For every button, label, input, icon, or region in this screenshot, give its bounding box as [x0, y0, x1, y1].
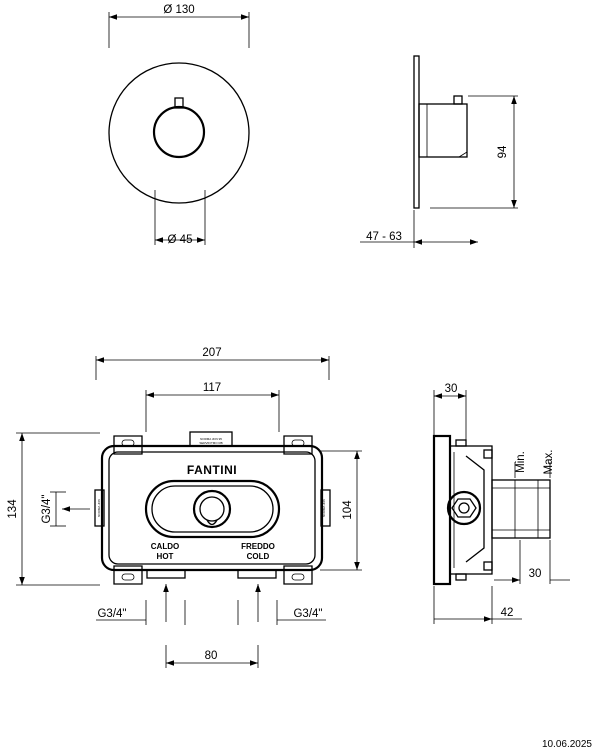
inner-height-label: 104 [342, 500, 354, 520]
faceplate-circle [108, 62, 250, 204]
left-tiny-text: NORMA JDN [97, 499, 101, 517]
cartridge-outer [192, 489, 232, 529]
date-stamp: 10.06.2025 [542, 739, 592, 750]
faceplate-profile [413, 55, 420, 209]
box-side-view: 30 Min. Max. 30 42 [432, 383, 570, 624]
left-port-label: G3/4" [41, 494, 53, 523]
oval-opening-inner [151, 485, 274, 533]
top-tiny-text-1: NORMA JDN 95 [200, 437, 222, 441]
top-tiny-text-2: SERVIFITMO RB [199, 441, 222, 445]
box-body-inner [108, 451, 316, 565]
knob-profile-pin [453, 95, 463, 105]
stem-extension [491, 479, 551, 539]
knob-circle [152, 105, 206, 159]
side-depth-label: 42 [501, 607, 514, 619]
total-width-label: 207 [202, 347, 221, 359]
inlet-right-label: G3/4" [293, 608, 322, 620]
min-label: Min. [515, 451, 527, 473]
extension-label: 30 [529, 568, 542, 580]
hot-inlet-stub [146, 569, 186, 579]
top-width-label: 30 [445, 383, 458, 395]
outer-diameter-label: Ø 130 [163, 4, 194, 16]
inlet-spacing-label: 80 [205, 650, 218, 662]
hot-label-it: CALDO [151, 542, 179, 551]
mounting-ear-bottom-right [283, 565, 313, 585]
cold-label-it: FREDDO [241, 542, 275, 551]
faceplate-front-view: Ø 130 Ø 45 [108, 4, 250, 246]
knob-profile [418, 103, 468, 158]
faceplate-side-view: 94 47 - 63 [360, 55, 518, 248]
side-cartridge-hex [451, 498, 477, 518]
right-tiny-text: NORMA JDN [322, 499, 326, 517]
total-height-label: 134 [7, 499, 19, 519]
cold-label-en: COLD [247, 552, 270, 561]
side-cartridge-outer [446, 490, 482, 526]
inlet-left-label: G3/4" [97, 608, 126, 620]
mounting-ear-top-left [113, 435, 143, 455]
inner-width-label: 117 [203, 382, 221, 394]
box-front-view: 207 117 134 104 G3/4" NORMA JDN 95 [7, 347, 362, 668]
box-body-outer [100, 444, 324, 572]
mounting-ear-bottom-left [113, 565, 143, 585]
cold-inlet-stub [237, 569, 277, 579]
hot-label-en: HOT [157, 552, 174, 561]
left-side-stub [94, 489, 105, 527]
depth-label: 47 - 63 [366, 231, 402, 243]
brand-logo: FANTINI [187, 463, 237, 477]
side-body-main [449, 445, 493, 575]
max-label: Max. [543, 450, 555, 475]
cartridge-inner [199, 496, 225, 522]
oval-opening-outer [144, 479, 281, 539]
knob-diameter-label: Ø 45 [168, 234, 193, 246]
knob-indicator [174, 97, 184, 109]
height-label: 94 [497, 145, 509, 158]
